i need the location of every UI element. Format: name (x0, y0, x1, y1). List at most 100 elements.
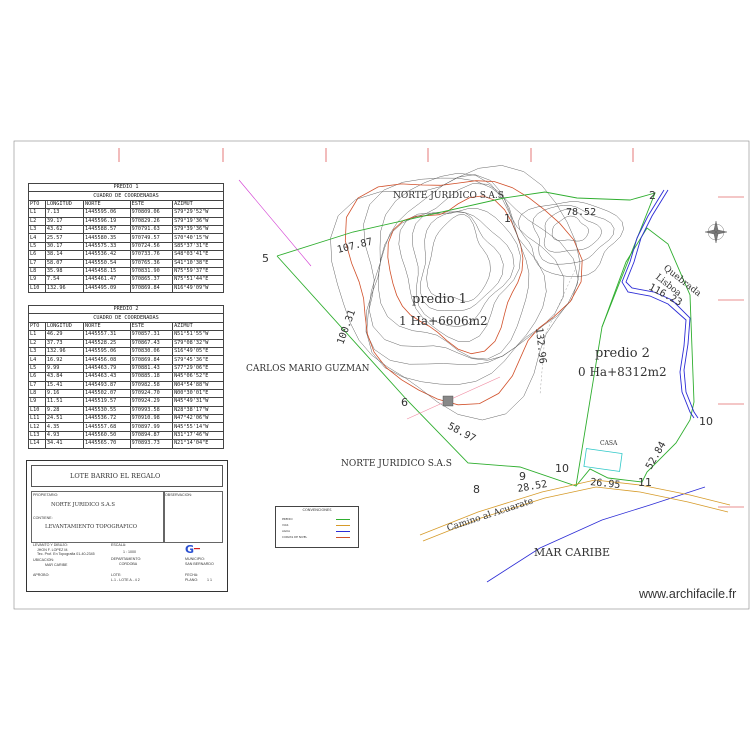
predio-1-area: 1 Ha+6606m2 (399, 314, 488, 328)
dim-58-97: 58.97 (446, 421, 478, 445)
table-cell: N51°51'55"W (172, 330, 224, 340)
table-cell: N45°06'52"E (172, 372, 224, 382)
table-cell: 970924.70 (129, 388, 174, 399)
camino-al-acuarate (419, 479, 731, 542)
legend-swatch-3 (336, 531, 350, 532)
table-cell: S70°40'15"W (172, 233, 224, 243)
casa-building (583, 448, 623, 472)
table-cell: 35.98 (44, 266, 85, 277)
dim-100-31: 100.31 (335, 308, 358, 346)
table-cell: 970724.56 (129, 241, 174, 252)
col-azimut: AZIMUT (172, 199, 224, 210)
table-cell: 1445463.79 (83, 363, 131, 374)
table-cell: 132.96 (44, 283, 85, 294)
table-cell: 1445595.06 (83, 346, 131, 357)
vertex-9: 9 (519, 470, 526, 483)
table-cell: L4 (28, 233, 46, 243)
dim-28-52: 28.52 (517, 479, 549, 495)
table-cell: L5 (28, 363, 46, 374)
owner-box (31, 491, 165, 543)
legend-convenciones: CONVENCIONES PREDIO VIAS AGUA CURVAS DE … (275, 506, 359, 548)
scale-value: 1 : 1000 (123, 550, 136, 554)
table-cell: 1445461.47 (83, 275, 131, 285)
table-cell: 43.84 (44, 372, 85, 382)
predio-2-name: predio 2 (595, 346, 650, 361)
owner-value: NORTE JURIDICO S.A.S (51, 502, 115, 508)
table-cell: 132.96 (44, 346, 85, 357)
predio-2-boundary (575, 227, 695, 487)
structure-marker (442, 395, 454, 407)
table-cell: L5 (28, 241, 46, 252)
legend-item-2: VIAS (282, 523, 289, 527)
date-label: FECHA: (185, 573, 199, 577)
dim-78-52: 78.52 (566, 207, 596, 218)
col-pto: PTO (28, 321, 46, 332)
table-cell: 1445458.15 (83, 266, 131, 277)
sheet-label: PLANO: (185, 578, 199, 582)
table-cell: 16.92 (44, 355, 85, 365)
table-cell: L13 (28, 430, 46, 441)
table-cell: 970869.84 (129, 355, 174, 365)
lot-label: LOTE: (111, 573, 122, 577)
contour-line (411, 211, 515, 327)
table-cell: 1445557.68 (83, 422, 131, 432)
contour-line (426, 214, 491, 302)
table-cell: N75°51'44"E (172, 275, 224, 285)
location-value: MAR CARIBE (45, 563, 68, 567)
table-1-title: PREDIO 1 (28, 182, 224, 193)
col-azimut: AZIMUT (172, 321, 224, 332)
sheet-border (13, 140, 750, 610)
coastline (486, 486, 706, 583)
table-cell: 1445580.35 (83, 233, 131, 243)
vertex-labels: 1 2 5 6 8 9 10 10 11 (262, 189, 713, 496)
table-cell: N75°59'37"E (172, 266, 224, 277)
vertex-6: 6 (401, 396, 408, 409)
table-cell: 4.35 (44, 422, 85, 432)
dept-label: DEPARTAMENTO: (111, 557, 142, 561)
west-neighbor: CARLOS MARIO GUZMAN (246, 364, 370, 374)
table-cell: N28°38'17"W (172, 405, 224, 416)
table-cell: N45°55'14"W (172, 422, 224, 432)
north-arrow (704, 220, 728, 244)
table-cell: 970885.18 (129, 372, 174, 382)
coordinates-table-predio-2: PREDIO 2 CUADRO DE COORDENADAS PTO LONGI… (28, 304, 224, 449)
table-cell: L9 (28, 275, 46, 285)
table-cell: 1445463.43 (83, 372, 131, 382)
table-cell: 58.07 (44, 258, 85, 268)
table-cell: N47°42'06"W (172, 414, 224, 424)
table-cell: S79°45'36"E (172, 355, 224, 365)
table-cell: 1445456.08 (83, 355, 131, 365)
title-block: LOTE BARRIO EL REGALO PROPIETARIO: NORTE… (26, 460, 228, 592)
table-cell: 1445530.55 (83, 405, 131, 416)
table-2-header-row: PTO LONGITUD NORTE ESTE AZIMUT (28, 321, 224, 332)
table-cell: 9.99 (44, 363, 85, 374)
table-cell: N00°30'01"E (172, 388, 224, 399)
dim-107-87: 107.87 (336, 236, 374, 255)
table-cell: L6 (28, 250, 46, 260)
surveyor-id: Tec. Prof. En Topografia 01-40-2345 (37, 552, 95, 556)
table-cell: L11 (28, 414, 46, 424)
table-1-subtitle: CUADRO DE COORDENADAS (28, 191, 224, 201)
table-cell: S79°39'36"W (172, 224, 224, 235)
north-arrow-e (715, 229, 728, 235)
legend-swatch-2 (336, 525, 350, 526)
road-label: Camino al Acuarate (446, 496, 535, 533)
table-cell: 970765.36 (129, 258, 174, 268)
predio-2-area: 0 Ha+8312m2 (578, 365, 667, 379)
table-cell: L10 (28, 283, 46, 294)
contour-lines (330, 165, 624, 421)
location-label: UBICACION: (33, 558, 54, 562)
table-cell: S79°29'52"W (172, 208, 224, 218)
